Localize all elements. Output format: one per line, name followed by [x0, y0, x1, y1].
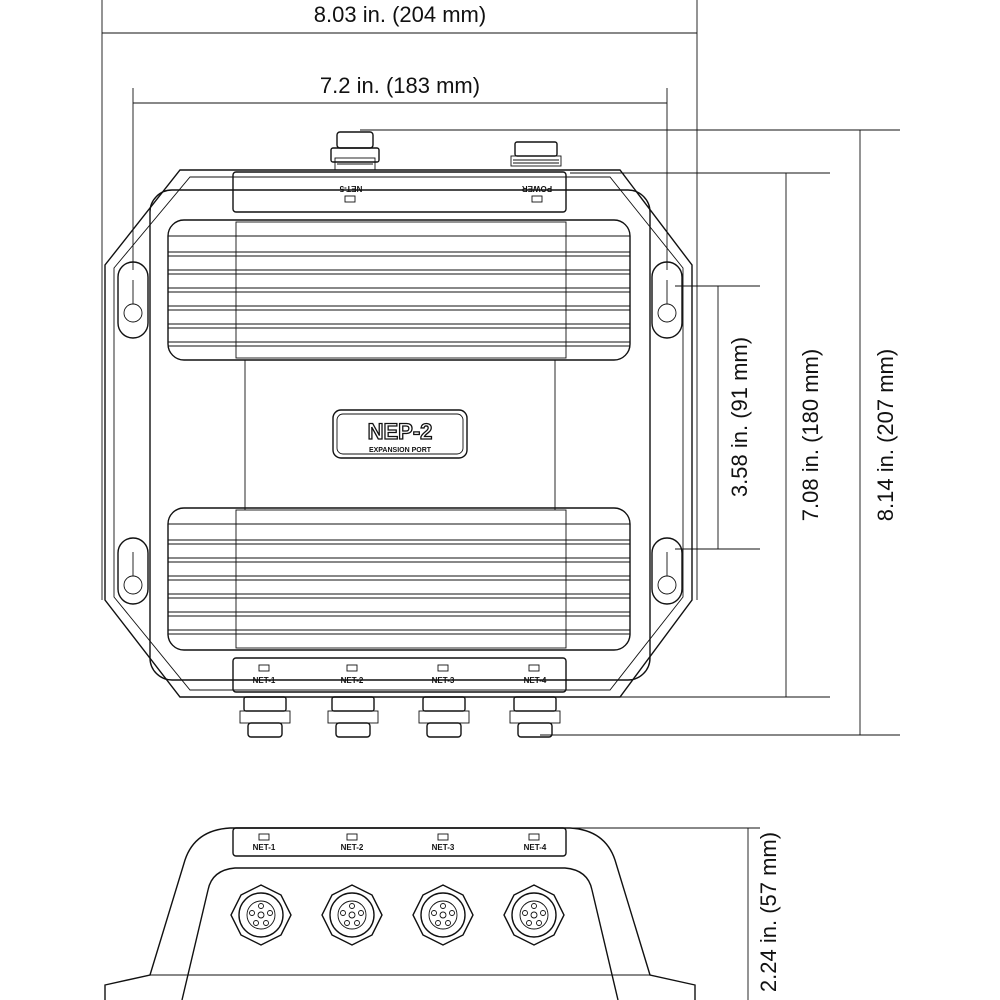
mount-hole-spacing-label: 3.58 in. (91 mm): [727, 337, 752, 497]
port-label-net2: NET-2: [341, 676, 364, 685]
logo-subtitle: EXPANSION PORT: [369, 447, 432, 454]
side-port-label-net4: NET-4: [524, 843, 547, 852]
mount-slot-top-left: [117, 261, 149, 339]
body-height-dimension: 7.08 in. (180 mm): [570, 172, 830, 698]
round-connector-net1: [230, 884, 292, 946]
side-height-label: 2.24 in. (57 mm): [756, 832, 781, 992]
mount-slot-top-right: [651, 261, 683, 339]
side-port-label-net2: NET-2: [341, 843, 364, 852]
connector-power: [510, 141, 562, 167]
bottom-connector-panel: NET-1 NET-2 NET-3 NET-4: [232, 657, 567, 693]
overall-height-label: 8.14 in. (207 mm): [873, 349, 898, 521]
connector-net5: [330, 131, 380, 171]
round-connector-net4: [503, 884, 565, 946]
mount-slot-bottom-left: [117, 537, 149, 605]
connector-net1: [239, 696, 291, 738]
port-label-net5: NET-5: [339, 184, 362, 193]
nep2-logo-badge: NEP-2 EXPANSION PORT: [332, 409, 468, 459]
logo-text: NEP-2: [368, 419, 433, 444]
port-label-net1: NET-1: [253, 676, 276, 685]
overall-width-label: 8.03 in. (204 mm): [314, 2, 486, 27]
port-label-power: POWER: [522, 184, 552, 193]
connector-net2: [327, 696, 379, 738]
device-side-view: NET-1 NET-2 NET-3 NET-4: [104, 827, 696, 1000]
top-connector-panel: NET-5 POWER: [232, 171, 567, 213]
mount-width-dimension: 7.2 in. (183 mm): [132, 73, 668, 270]
heatsink-lower: [167, 507, 631, 651]
connector-net3: [418, 696, 470, 738]
mount-width-label: 7.2 in. (183 mm): [320, 73, 480, 98]
body-height-label: 7.08 in. (180 mm): [798, 349, 823, 521]
heatsink-upper: [167, 219, 631, 361]
overall-width-dimension: 8.03 in. (204 mm): [101, 0, 698, 600]
mount-slot-bottom-right: [651, 537, 683, 605]
side-port-label-net3: NET-3: [432, 843, 455, 852]
port-label-net3: NET-3: [432, 676, 455, 685]
side-height-dimension: 2.24 in. (57 mm): [570, 827, 781, 1000]
side-port-label-net1: NET-1: [253, 843, 276, 852]
port-label-net4: NET-4: [524, 676, 547, 685]
mount-hole-spacing-dimension: 3.58 in. (91 mm): [675, 285, 760, 550]
round-connector-net3: [412, 884, 474, 946]
overall-height-dimension: 8.14 in. (207 mm): [360, 129, 900, 736]
connector-net4: [509, 696, 561, 738]
device-top-view: NET-5 POWER: [104, 131, 693, 738]
round-connector-net2: [321, 884, 383, 946]
